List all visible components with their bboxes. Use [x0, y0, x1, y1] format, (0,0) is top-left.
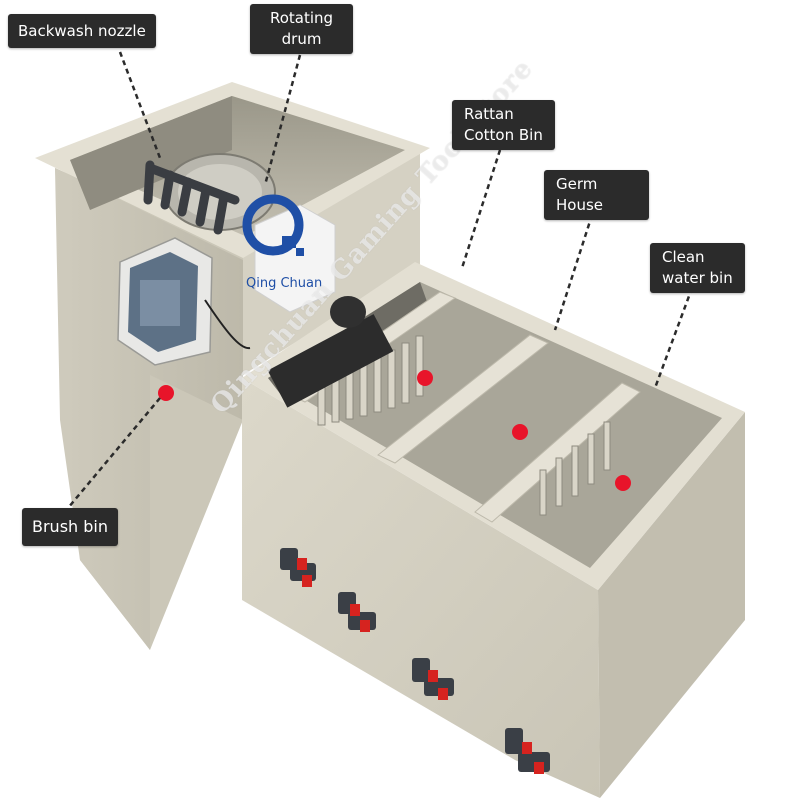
logo-text: Qing Chuan — [246, 276, 322, 291]
leader-lines — [67, 51, 694, 509]
label-clean-water-bin: Clean water bin — [650, 243, 745, 293]
leader-rattan — [460, 149, 502, 269]
clean-bin-slats — [539, 421, 611, 516]
drain-valves — [280, 548, 550, 774]
leader-clean — [653, 287, 694, 389]
marker-clean-water-bin — [615, 475, 631, 491]
label-germ-line2: House — [556, 196, 604, 214]
label-rotating-drum: Rotating drum — [250, 4, 354, 54]
label-backwash-nozzle-text: Backwash nozzle — [18, 22, 146, 40]
label-clean-line1: Clean — [662, 248, 705, 266]
label-rattan-line1: Rattan — [464, 105, 514, 123]
valve-3 — [412, 658, 454, 700]
label-rattan-cotton-bin: Rattan Cotton Bin — [452, 100, 555, 150]
valve-4 — [505, 728, 550, 774]
backwash-nozzles — [143, 160, 240, 235]
compartment-tank — [242, 262, 745, 798]
label-backwash-nozzle: Backwash nozzle — [8, 14, 156, 48]
label-germ-line1: Germ — [556, 175, 598, 193]
marker-brush-bin — [158, 385, 174, 401]
leader-backwash — [118, 51, 162, 159]
leader-brush — [67, 397, 161, 509]
valve-2 — [338, 592, 376, 632]
valve-1 — [280, 548, 316, 587]
logo-text-left: Qing — [246, 276, 277, 291]
leader-rotating-drum — [263, 54, 302, 186]
logo-text-right: Chuan — [280, 276, 323, 291]
brand-logo — [242, 194, 336, 313]
label-rattan-line2: Cotton Bin — [464, 126, 543, 144]
label-brush-bin-text: Brush bin — [32, 517, 108, 536]
red-markers — [158, 370, 631, 491]
label-clean-line2: water bin — [662, 269, 733, 287]
label-rotating-drum-line2: drum — [281, 30, 322, 48]
leader-germ — [553, 214, 594, 331]
control-box — [117, 237, 251, 366]
label-rotating-drum-line1: Rotating — [270, 9, 334, 27]
inlet-pipe — [267, 296, 394, 408]
label-brush-bin: Brush bin — [22, 508, 118, 546]
label-germ-house: Germ House — [544, 170, 650, 220]
brush-slats — [317, 335, 424, 426]
marker-germ-house — [512, 424, 528, 440]
marker-rattan-cotton-bin — [417, 370, 433, 386]
